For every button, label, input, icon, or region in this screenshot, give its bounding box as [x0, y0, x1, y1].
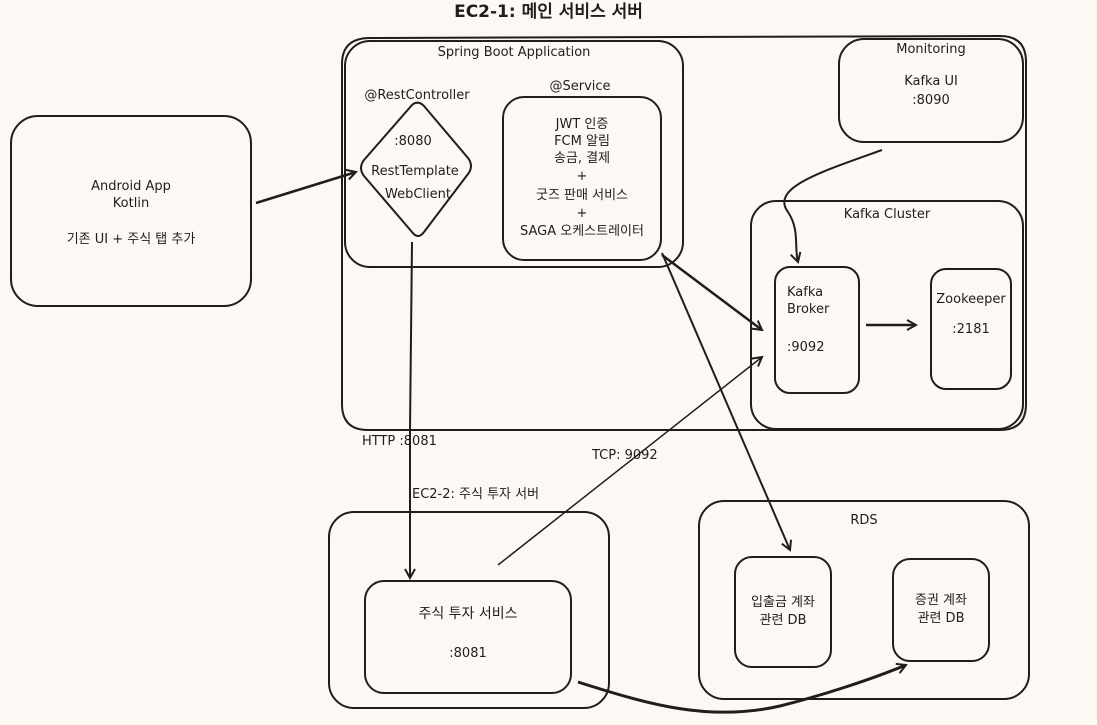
deposit-db-line-2: 관련 DB — [759, 613, 807, 628]
broker-line-2: Broker — [787, 302, 830, 317]
android-app-box — [10, 115, 252, 307]
kafka-cluster-box — [750, 200, 1024, 430]
rds-label: RDS — [850, 513, 878, 528]
monitoring-label: Monitoring — [896, 42, 966, 57]
page-title: EC2-1: 메인 서비스 서버 — [454, 2, 643, 22]
android-line-1: Android App — [91, 179, 171, 194]
ec2-2-label: EC2-2: 주식 투자 서버 — [412, 487, 540, 502]
arrow-service-to-broker — [661, 254, 762, 330]
deposit-db-box — [734, 556, 832, 668]
stock-service-box — [364, 580, 572, 694]
zookeeper-name: Zookeeper — [936, 292, 1006, 307]
rds-box — [698, 500, 1030, 700]
http-edge-label: HTTP :8081 — [362, 434, 437, 449]
arrow-monitoring-to-broker — [783, 149, 883, 262]
arrow-controller-to-stock — [410, 241, 412, 578]
service-line-7: SAGA 오케스트레이터 — [520, 224, 644, 239]
service-label: @Service — [549, 79, 611, 94]
service-line-4: + — [576, 169, 588, 184]
broker-port: :9092 — [787, 340, 825, 355]
stock-service-port: :8081 — [449, 646, 487, 661]
service-line-1: JWT 인증 — [555, 117, 609, 132]
ec2-2-box — [328, 511, 610, 709]
controller-webclient: WebClient — [385, 187, 451, 202]
zookeeper-box — [930, 268, 1012, 390]
service-line-5: 굿즈 판매 서비스 — [536, 188, 628, 203]
securities-db-line-2: 관련 DB — [917, 611, 965, 626]
rest-controller-label: @RestController — [364, 88, 470, 103]
broker-line-1: Kafka — [787, 285, 824, 300]
arrow-stock-to-securities-db — [577, 665, 906, 714]
kafka-cluster-label: Kafka Cluster — [843, 207, 931, 222]
deposit-db-line-1: 입출금 계좌 — [751, 595, 815, 610]
securities-db-box — [892, 558, 990, 662]
service-line-6: + — [576, 206, 588, 221]
android-line-2: Kotlin — [112, 196, 150, 211]
service-box — [502, 96, 662, 261]
zookeeper-port: :2181 — [952, 322, 990, 337]
kafka-broker-box — [774, 266, 860, 394]
android-line-3: 기존 UI + 주식 탭 추가 — [66, 232, 196, 247]
controller-port: :8080 — [394, 134, 432, 149]
arrow-android-to-controller — [255, 172, 356, 205]
spring-boot-label: Spring Boot Application — [437, 45, 591, 60]
kafka-ui-port: :8090 — [912, 93, 950, 108]
monitoring-box — [838, 38, 1024, 143]
arrow-stock-to-broker — [497, 357, 762, 566]
service-line-2: FCM 알림 — [554, 134, 610, 149]
spring-boot-box — [344, 40, 684, 268]
tcp-edge-label: TCP: 9092 — [592, 448, 658, 463]
rest-controller-diamond — [360, 101, 472, 237]
service-line-3: 송금, 결제 — [553, 151, 611, 166]
ec2-1-frame — [341, 34, 1027, 431]
kafka-ui-name: Kafka UI — [904, 74, 958, 89]
stock-service-name: 주식 투자 서비스 — [418, 606, 518, 622]
controller-resttemplate: RestTemplate — [371, 164, 459, 179]
securities-db-line-1: 증권 계좌 — [915, 593, 967, 608]
